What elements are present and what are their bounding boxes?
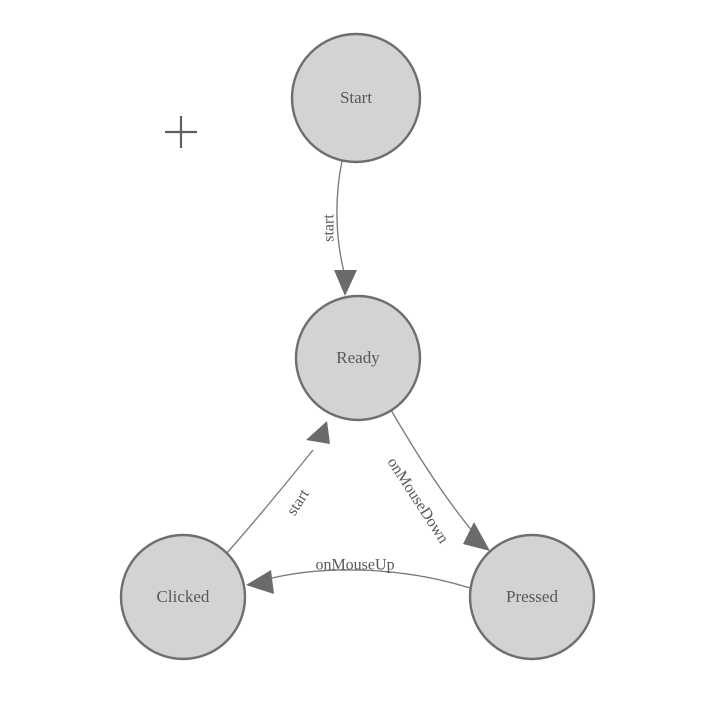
arrowhead-ready-to-pressed	[463, 522, 490, 551]
arrowhead-pressed-to-clicked	[246, 570, 274, 594]
node-pressed[interactable]: Pressed	[468, 533, 596, 661]
node-clicked[interactable]: Clicked	[119, 533, 247, 661]
edge-start-to-ready[interactable]: start	[321, 160, 357, 296]
plus-marker[interactable]	[165, 116, 197, 148]
edge-clicked-to-ready[interactable]: start	[225, 421, 330, 555]
arrowhead-start-to-ready	[334, 270, 357, 296]
edge-pressed-to-clicked[interactable]: onMouseUp	[246, 557, 471, 594]
edge-path-clicked-to-ready[interactable]	[225, 449, 314, 555]
edge-path-ready-to-pressed[interactable]	[390, 409, 479, 539]
node-ready[interactable]: Ready	[294, 294, 422, 422]
node-label-pressed: Pressed	[506, 587, 558, 606]
edge-label-pressed-to-clicked: onMouseUp	[315, 557, 394, 574]
edge-label-start-to-ready: start	[321, 214, 338, 242]
edge-path-start-to-ready[interactable]	[336, 160, 345, 273]
node-circle-pressed[interactable]	[468, 533, 596, 661]
edge-label-ready-to-pressed: onMouseDown	[384, 455, 452, 547]
edge-label-clicked-to-ready: start	[284, 486, 314, 519]
node-circle-clicked[interactable]	[119, 533, 247, 661]
node-label-ready: Ready	[336, 348, 380, 367]
arrowhead-clicked-to-ready	[306, 421, 330, 444]
edge-path-pressed-to-clicked[interactable]	[263, 569, 471, 589]
node-start[interactable]: Start	[290, 32, 422, 164]
edge-ready-to-pressed[interactable]: onMouseDown	[384, 409, 490, 551]
node-label-clicked: Clicked	[157, 587, 210, 606]
node-circle-start[interactable]	[290, 32, 422, 164]
node-label-start: Start	[340, 88, 372, 107]
node-circle-ready[interactable]	[294, 294, 422, 422]
